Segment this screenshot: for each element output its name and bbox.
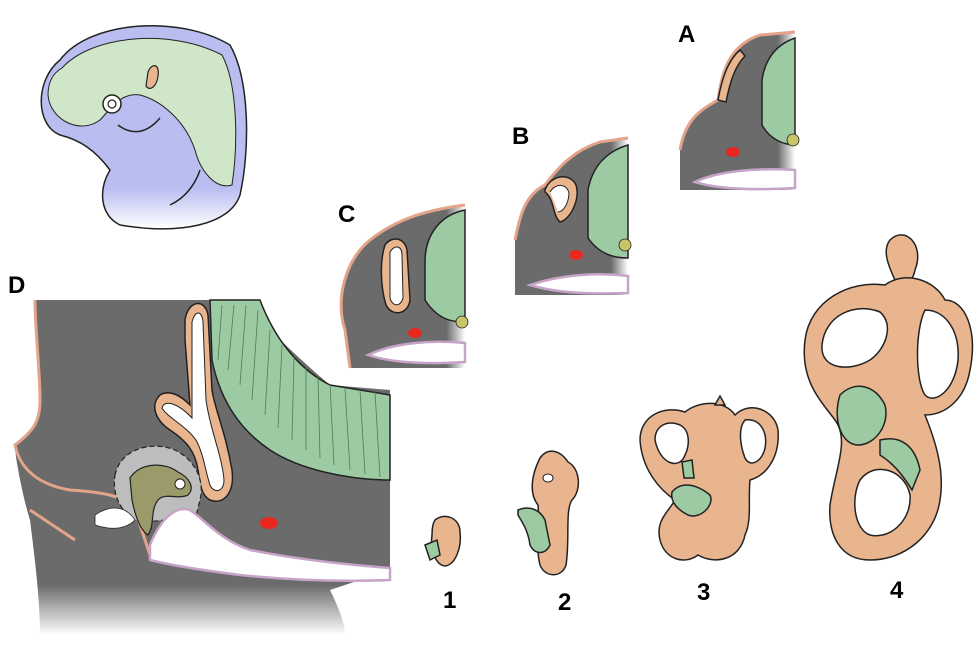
label-stage-3: 3 bbox=[697, 579, 710, 606]
section-a-blood-vessel bbox=[726, 147, 740, 157]
label-d: D bbox=[8, 272, 25, 299]
label-stage-2: 2 bbox=[558, 589, 571, 616]
embryo-overview bbox=[40, 25, 248, 230]
section-d-tubotympanic-recess bbox=[94, 507, 136, 529]
embryo-eye-icon bbox=[102, 94, 122, 114]
section-b bbox=[513, 136, 632, 295]
section-c-blood-vessel bbox=[408, 328, 422, 338]
section-b-pharynx bbox=[525, 273, 630, 295]
section-b-blood-vessel bbox=[569, 250, 583, 260]
embryo-brain bbox=[47, 37, 237, 187]
stage-3-labyrinth bbox=[639, 394, 779, 561]
stage-1-labyrinth bbox=[424, 515, 462, 567]
section-a-ganglion bbox=[786, 133, 800, 147]
section-c-ganglion bbox=[455, 315, 469, 329]
section-d-blood-vessel bbox=[260, 517, 278, 529]
label-b: B bbox=[512, 123, 529, 150]
stage-2-labyrinth bbox=[517, 450, 580, 576]
section-d-neural-tube bbox=[209, 299, 391, 481]
section-c-pharynx bbox=[364, 340, 467, 365]
section-a-otic-placode bbox=[717, 48, 747, 103]
section-b-neural-tube bbox=[587, 143, 629, 259]
section-a-neural-tube bbox=[761, 36, 796, 146]
label-stage-4: 4 bbox=[890, 577, 904, 604]
label-stage-1: 1 bbox=[443, 587, 456, 614]
stage-4-labyrinth bbox=[803, 234, 974, 561]
label-a: A bbox=[678, 21, 695, 48]
section-a-pharynx bbox=[691, 168, 797, 191]
section-a bbox=[678, 30, 800, 191]
section-c bbox=[339, 203, 469, 369]
section-d-pharynx bbox=[148, 507, 392, 583]
section-d-neural-hatching bbox=[217, 304, 381, 478]
label-c: C bbox=[338, 201, 355, 228]
section-b-ganglion bbox=[618, 238, 632, 252]
section-d bbox=[13, 299, 392, 635]
embryo-otocyst bbox=[145, 65, 159, 89]
